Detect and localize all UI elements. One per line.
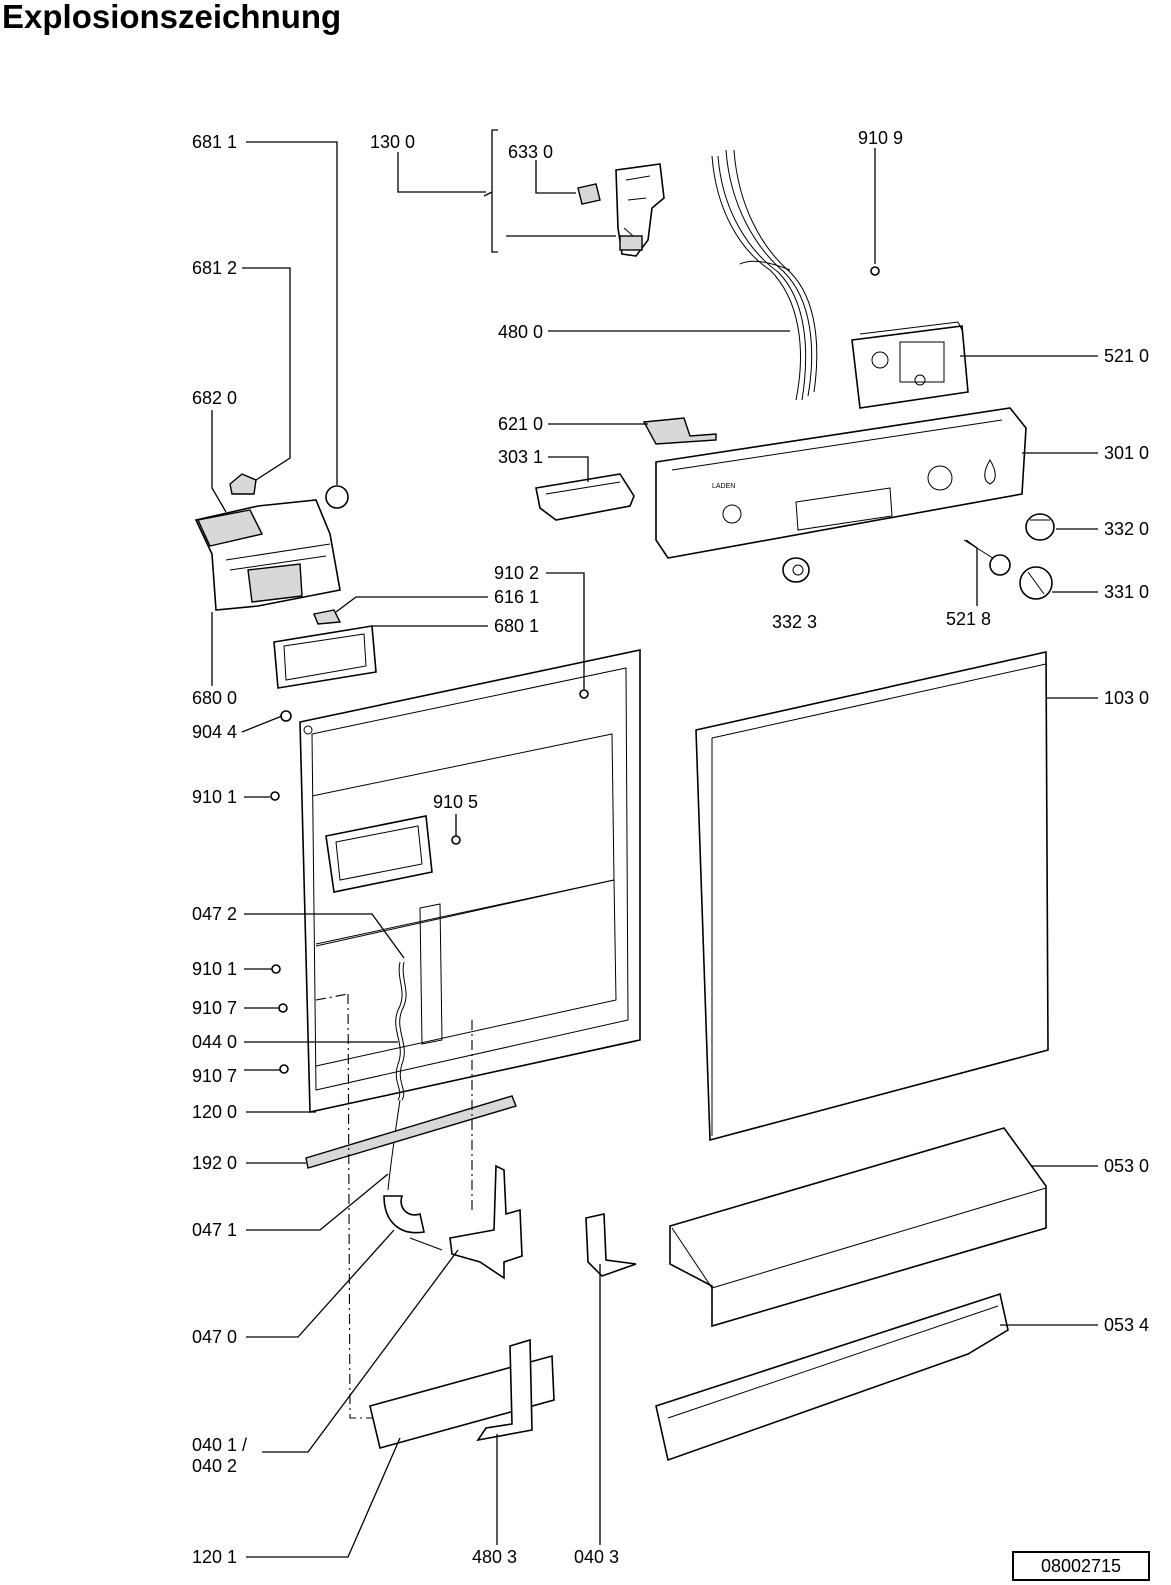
label-680-1: 680 1: [494, 616, 539, 636]
label-301-0: 301 0: [1104, 443, 1149, 463]
label-910-2: 910 2: [494, 563, 539, 583]
label-633-0: 633 0: [508, 142, 553, 162]
part-480-0-wire-harness: [711, 149, 818, 401]
part-120-0-inner-door: [299, 649, 641, 1113]
part-303-1-handle: [535, 473, 635, 521]
part-332-0-knob: [1025, 513, 1055, 541]
label-910-7-upper: 910 7: [192, 998, 237, 1018]
label-681-2: 681 2: [192, 258, 237, 278]
label-480-0: 480 0: [498, 322, 543, 342]
part-130-0-door-lock: [615, 163, 665, 257]
part-331-0-knob: [1019, 566, 1053, 600]
drawing-number-box: 08002715: [1012, 1551, 1150, 1581]
label-047-2: 047 2: [192, 904, 237, 924]
part-910-1-screw-upper: [270, 791, 280, 801]
part-521-8-selector: [963, 539, 1011, 576]
label-904-4: 904 4: [192, 722, 237, 742]
part-053-4-kick-plate: [655, 1292, 1009, 1462]
label-044-0: 044 0: [192, 1032, 237, 1052]
label-053-4: 053 4: [1104, 1315, 1149, 1335]
label-332-0: 332 0: [1104, 519, 1149, 539]
part-480-3-foot: [476, 1338, 533, 1442]
label-910-7-lower: 910 7: [192, 1066, 237, 1086]
label-303-1: 303 1: [498, 447, 543, 467]
label-120-0: 120 0: [192, 1102, 237, 1122]
label-910-1-upper: 910 1: [192, 787, 237, 807]
label-040-3: 040 3: [574, 1547, 619, 1567]
panel-brand-label: LADEN: [712, 483, 735, 490]
part-047-1-hinge-arm: [383, 1195, 425, 1234]
label-332-3: 332 3: [772, 612, 817, 632]
part-103-0-door-panel: [695, 651, 1049, 1142]
label-680-0: 680 0: [192, 688, 237, 708]
part-044-0-spring: [387, 961, 407, 1191]
label-331-0: 331 0: [1104, 582, 1149, 602]
part-040-3-bracket: [585, 1213, 637, 1277]
label-521-0: 521 0: [1104, 346, 1149, 366]
label-130-0: 130 0: [370, 132, 415, 152]
part-521-0-electronic-module: [851, 321, 969, 409]
part-332-3-knob: [782, 557, 810, 583]
part-680-1-gasket: [273, 625, 377, 689]
label-621-0: 621 0: [498, 414, 543, 434]
label-192-0: 192 0: [192, 1153, 237, 1173]
part-910-7-screw-lower: [279, 1064, 289, 1074]
label-047-0: 047 0: [192, 1327, 237, 1347]
label-480-3: 480 3: [472, 1547, 517, 1567]
page-title: Explosionszeichnung: [2, 0, 342, 35]
part-053-0-base-bracket: [669, 1127, 1047, 1328]
label-521-8: 521 8: [946, 609, 991, 629]
label-910-1-lower: 910 1: [192, 959, 237, 979]
label-681-1: 681 1: [192, 132, 237, 152]
part-680-0-dispenser: [194, 499, 341, 611]
part-301-0-control-panel: LADEN: [655, 407, 1027, 559]
label-040-1: 040 1 /: [192, 1435, 247, 1455]
part-681-1-seal: [325, 485, 349, 509]
part-120-1-lower-strip: [369, 1354, 555, 1449]
part-040-1-hinge-bracket: [449, 1164, 523, 1280]
label-053-0: 053 0: [1104, 1156, 1149, 1176]
part-681-2-clip: [229, 473, 257, 495]
part-904-4-washer: [280, 710, 292, 722]
part-910-5-screw: [451, 835, 461, 845]
label-616-1: 616 1: [494, 587, 539, 607]
part-192-0-rail: [305, 1095, 517, 1169]
label-910-9: 910 9: [858, 128, 903, 148]
part-633-0-switch: [577, 183, 601, 205]
label-120-1: 120 1: [192, 1547, 237, 1567]
part-910-2-screw: [579, 689, 589, 699]
label-040-2: 040 2: [192, 1456, 237, 1476]
part-910-1-screw-lower: [271, 964, 281, 974]
part-047-0-pin: [409, 1237, 443, 1251]
part-910-7-screw-upper: [278, 1003, 288, 1013]
part-616-1-clip: [313, 609, 342, 625]
label-047-1: 047 1: [192, 1220, 237, 1240]
label-910-5: 910 5: [433, 792, 478, 812]
part-621-0-connector: [642, 417, 717, 445]
part-910-9-screw: [870, 266, 880, 276]
label-103-0: 103 0: [1104, 688, 1149, 708]
label-682-0: 682 0: [192, 388, 237, 408]
